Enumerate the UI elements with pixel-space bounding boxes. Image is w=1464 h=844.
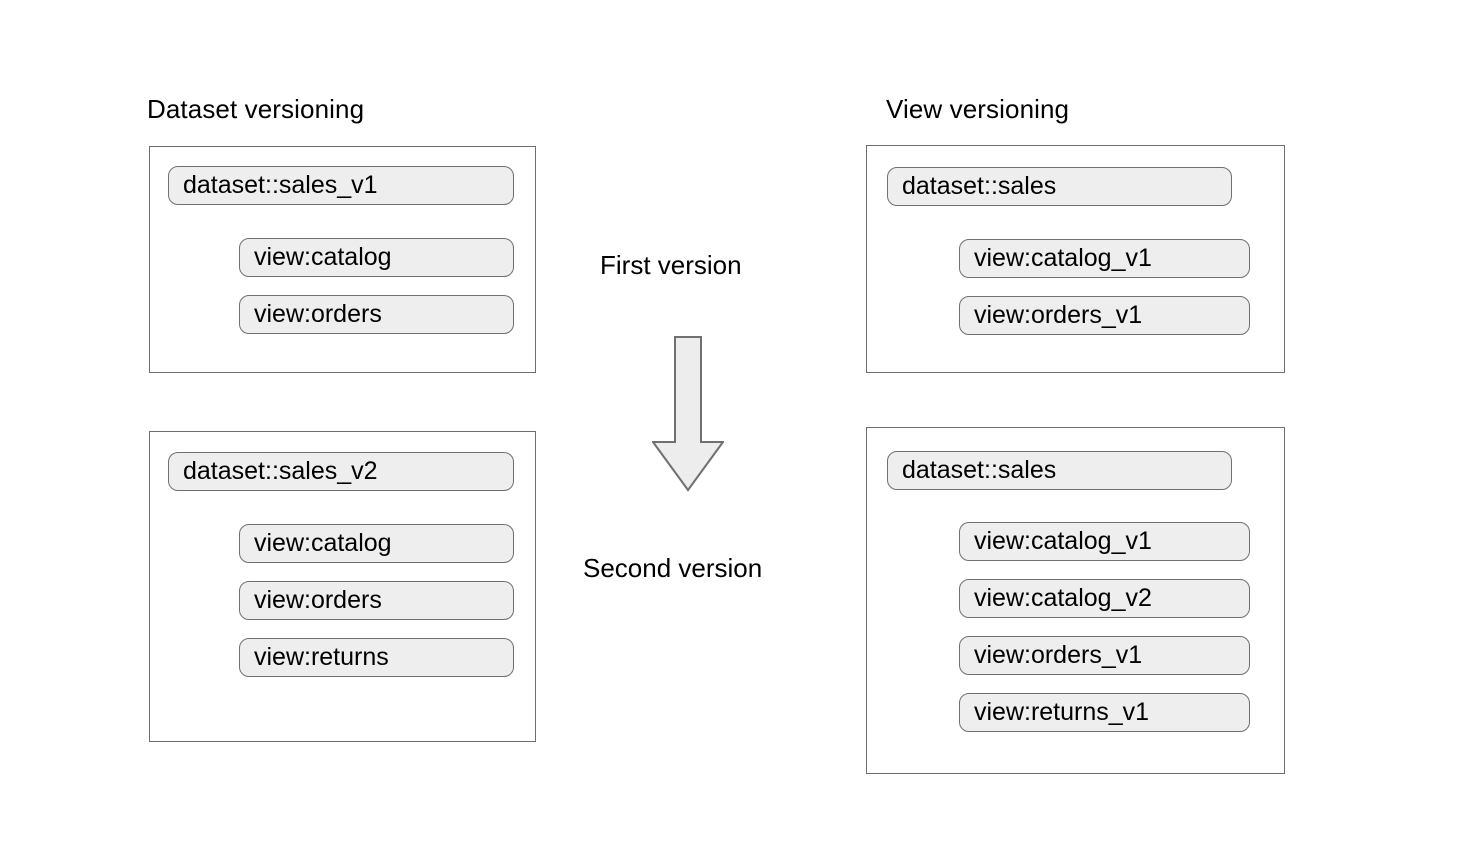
column-title-view-versioning: View versioning — [886, 94, 1070, 124]
view-pill[interactable]: view:orders — [239, 581, 514, 620]
view-pill[interactable]: view:catalog_v1 — [959, 239, 1250, 278]
second-version-label: Second version — [583, 553, 763, 583]
first-version-label: First version — [600, 250, 742, 280]
group-dataset-versioning-second-version: dataset::sales_v2 view:catalog view:orde… — [149, 431, 536, 742]
group-view-versioning-first-version: dataset::sales view:catalog_v1 view:orde… — [866, 145, 1285, 373]
dataset-pill[interactable]: dataset::sales_v2 — [168, 452, 514, 491]
view-pill[interactable]: view:returns_v1 — [959, 693, 1250, 732]
view-pill[interactable]: view:orders — [239, 295, 514, 334]
view-pill[interactable]: view:returns — [239, 638, 514, 677]
view-pill[interactable]: view:catalog_v1 — [959, 522, 1250, 561]
dataset-pill[interactable]: dataset::sales_v1 — [168, 166, 514, 205]
column-title-dataset-versioning: Dataset versioning — [147, 94, 365, 124]
dataset-pill[interactable]: dataset::sales — [887, 451, 1232, 490]
dataset-pill[interactable]: dataset::sales — [887, 167, 1232, 206]
view-pill[interactable]: view:orders_v1 — [959, 636, 1250, 675]
arrow-down-icon — [652, 336, 724, 492]
group-dataset-versioning-first-version: dataset::sales_v1 view:catalog view:orde… — [149, 146, 536, 373]
group-view-versioning-second-version: dataset::sales view:catalog_v1 view:cata… — [866, 427, 1285, 774]
view-pill[interactable]: view:catalog — [239, 524, 514, 563]
view-pill[interactable]: view:catalog — [239, 238, 514, 277]
view-pill[interactable]: view:orders_v1 — [959, 296, 1250, 335]
view-pill[interactable]: view:catalog_v2 — [959, 579, 1250, 618]
